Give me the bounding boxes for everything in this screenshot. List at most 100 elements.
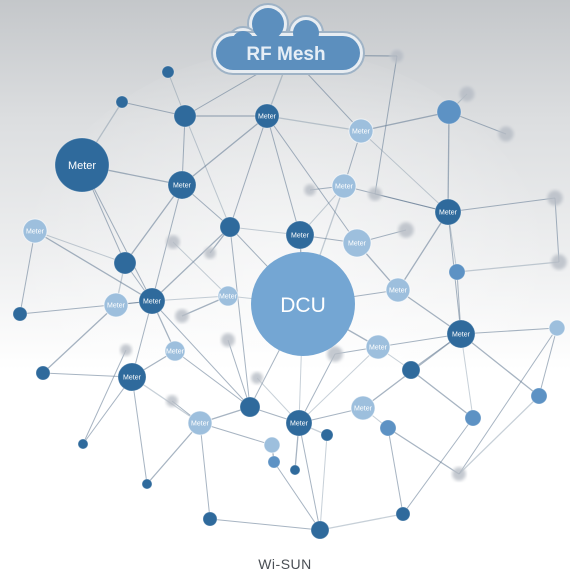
mesh-link xyxy=(458,327,558,475)
mesh-node xyxy=(119,343,133,357)
mesh-link xyxy=(456,261,560,273)
node-circle xyxy=(546,189,564,207)
meter-label: Meter xyxy=(348,241,367,248)
node-circle xyxy=(239,396,261,418)
node-circle xyxy=(434,198,462,226)
mesh-node xyxy=(202,511,218,527)
meter-label: Meter xyxy=(143,299,162,306)
node-circle xyxy=(379,419,397,437)
node-circle xyxy=(12,306,28,322)
node-circle xyxy=(389,48,405,64)
mesh-node xyxy=(174,308,190,324)
node-circle xyxy=(397,221,415,239)
node-circle xyxy=(263,436,281,454)
meter-label: Meter xyxy=(452,332,471,339)
meter-node: Meter xyxy=(434,198,462,226)
node-circle xyxy=(174,308,190,324)
rf-mesh-label: RF Mesh xyxy=(246,44,325,65)
mesh-node xyxy=(173,104,197,128)
mesh-node xyxy=(530,387,548,405)
mesh-node xyxy=(239,396,261,418)
node-circle xyxy=(35,365,51,381)
meter-label: Meter xyxy=(191,421,210,428)
mesh-node xyxy=(263,436,281,454)
node-circle xyxy=(401,360,421,380)
meter-node: Meter xyxy=(138,287,166,315)
node-circle xyxy=(548,319,566,337)
node-circle xyxy=(458,85,476,103)
mesh-link xyxy=(460,327,558,335)
mesh-link xyxy=(374,55,398,195)
mesh-node xyxy=(165,394,179,408)
mesh-link xyxy=(387,427,404,515)
mesh-link xyxy=(172,241,229,297)
dcu-label: DCU xyxy=(280,294,326,317)
node-circle xyxy=(285,220,315,250)
mesh-node xyxy=(161,65,175,79)
mesh-node xyxy=(497,125,515,143)
meter-node: Meter xyxy=(446,319,476,349)
node-circle xyxy=(113,251,137,275)
meter-node: Meter xyxy=(22,218,48,244)
mesh-node xyxy=(379,419,397,437)
mesh-link xyxy=(410,369,474,419)
meter-node: Meter xyxy=(167,170,197,200)
mesh-link xyxy=(42,304,117,374)
mesh-node xyxy=(203,246,217,260)
mesh-link xyxy=(82,349,127,445)
node-circle xyxy=(530,387,548,405)
mesh-link xyxy=(298,422,321,531)
mesh-node xyxy=(546,189,564,207)
meter-label: Meter xyxy=(439,210,458,217)
mesh-nodes: MeterMeterMeterMeterMeterMeterMeterMeter… xyxy=(12,48,568,540)
node-circle xyxy=(54,137,110,193)
mesh-node xyxy=(289,464,301,476)
node-circle xyxy=(285,409,313,437)
node-circle xyxy=(497,125,515,143)
node-circle xyxy=(303,183,317,197)
node-circle xyxy=(464,409,482,427)
meter-label: Meter xyxy=(166,349,185,356)
mesh-node xyxy=(141,478,153,490)
node-circle xyxy=(77,438,89,450)
meter-node: Meter xyxy=(331,173,357,199)
mesh-node xyxy=(436,99,462,125)
node-circle xyxy=(451,466,467,482)
mesh-node xyxy=(367,186,383,202)
mesh-link xyxy=(174,350,251,408)
mesh-link xyxy=(397,211,449,291)
meter-node: Meter xyxy=(54,137,110,193)
node-circle xyxy=(436,99,462,125)
mesh-link xyxy=(458,395,540,475)
dcu-hub: DCU xyxy=(251,252,355,356)
mesh-link xyxy=(266,115,358,244)
mesh-node xyxy=(303,183,317,197)
mesh-node xyxy=(113,251,137,275)
meter-node: Meter xyxy=(187,410,213,436)
node-circle xyxy=(167,170,197,200)
node-circle xyxy=(165,234,181,250)
mesh-link xyxy=(402,417,474,515)
mesh-node xyxy=(458,85,476,103)
mesh-link xyxy=(227,339,251,408)
meter-node: Meter xyxy=(285,220,315,250)
meter-label: Meter xyxy=(107,303,126,310)
wi-sun-caption: Wi-SUN xyxy=(258,556,312,572)
mesh-link xyxy=(319,513,404,531)
node-circle xyxy=(310,520,330,540)
mesh-node xyxy=(548,319,566,337)
rf-mesh-cloud: RF Mesh xyxy=(211,3,365,75)
meter-label: Meter xyxy=(369,345,388,352)
node-circle xyxy=(367,186,383,202)
mesh-link xyxy=(387,427,460,475)
node-circle xyxy=(173,104,197,128)
node-circle xyxy=(254,103,280,129)
node-circle xyxy=(350,395,376,421)
node-circle xyxy=(320,428,334,442)
node-circle xyxy=(331,173,357,199)
node-circle xyxy=(446,319,476,349)
node-circle xyxy=(219,216,241,238)
node-circle xyxy=(250,371,264,385)
